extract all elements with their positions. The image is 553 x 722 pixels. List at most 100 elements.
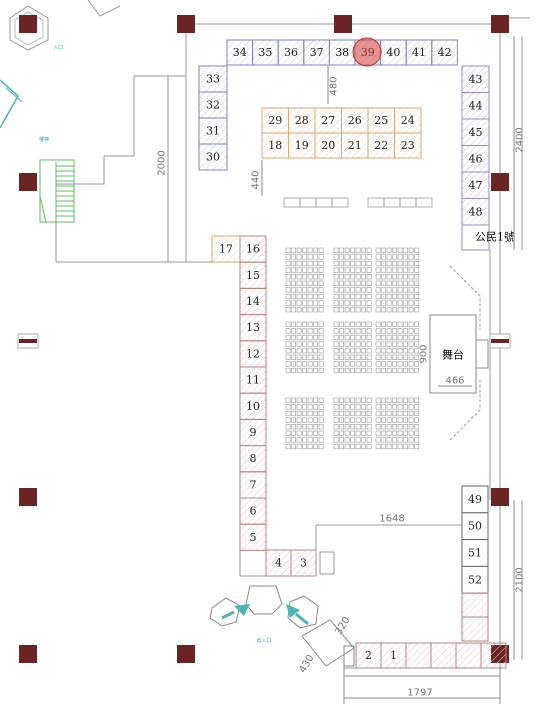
- booth-50[interactable]: 50: [461, 512, 489, 541]
- booth-number: 35: [258, 46, 272, 59]
- booth-empty-bottom-row-5[interactable]: [480, 642, 507, 669]
- booth-number: 37: [310, 46, 324, 59]
- booth-empty-bottom-row-4[interactable]: [455, 642, 482, 669]
- booth-number: 27: [321, 114, 335, 127]
- booth-number: 11: [246, 374, 260, 387]
- booth-civic-1[interactable]: 公民1號: [461, 224, 515, 251]
- booth-41[interactable]: 41: [405, 39, 433, 66]
- booth-number: 14: [246, 295, 260, 308]
- booth-number: 50: [468, 520, 482, 533]
- dim-466: 466: [445, 376, 464, 387]
- booth-number: 22: [374, 139, 388, 152]
- booth-27[interactable]: 27: [314, 107, 342, 134]
- booth-15[interactable]: 15: [239, 261, 267, 289]
- booth-number: 5: [250, 531, 257, 544]
- booth-19[interactable]: 19: [288, 132, 316, 159]
- booth-2[interactable]: 2: [355, 642, 382, 669]
- highlight-marker: [352, 37, 382, 67]
- booth-21[interactable]: 21: [341, 132, 369, 159]
- stage-area: 舞台 466 900: [419, 265, 489, 441]
- dim-900: 900: [419, 344, 430, 363]
- booth-9[interactable]: 9: [239, 418, 267, 447]
- booth-number: 33: [206, 73, 220, 86]
- booth-number: 12: [246, 347, 260, 360]
- booth-number: 9: [250, 426, 257, 439]
- booth-5[interactable]: 5: [239, 523, 267, 551]
- booth-51[interactable]: 51: [461, 539, 489, 567]
- booth-1[interactable]: 1: [380, 642, 407, 669]
- booth-grid: 3435363738394041423332313043444546474829…: [198, 39, 507, 669]
- booth-28[interactable]: 28: [288, 107, 316, 134]
- booth-number: 23: [401, 139, 415, 152]
- booth-17[interactable]: 17: [211, 235, 241, 263]
- booth-40[interactable]: 40: [380, 39, 407, 66]
- booth-7[interactable]: 7: [239, 471, 267, 499]
- booth-43[interactable]: 43: [461, 65, 490, 93]
- booth-number: 19: [295, 139, 309, 152]
- booth-number: 51: [468, 547, 482, 560]
- booth-11[interactable]: 11: [239, 366, 267, 394]
- booth-number: 49: [468, 493, 482, 506]
- dim-2000: 2000: [157, 150, 168, 175]
- booth-number: 41: [412, 46, 426, 59]
- booth-3[interactable]: 3: [290, 549, 317, 577]
- dim-1797: 1797: [407, 688, 432, 699]
- booth-24[interactable]: 24: [394, 107, 422, 134]
- booth-6[interactable]: 6: [239, 497, 267, 525]
- booth-23[interactable]: 23: [394, 132, 422, 159]
- booth-empty-bottom-row-2[interactable]: [405, 642, 432, 669]
- dim-430: 430: [297, 653, 316, 675]
- booth-12[interactable]: 12: [239, 340, 267, 368]
- dim-320: 320: [333, 615, 352, 637]
- booth-48[interactable]: 48: [461, 198, 490, 226]
- booth-47[interactable]: 47: [461, 171, 490, 199]
- booth-number: 40: [386, 46, 400, 59]
- booth-empty-right-column-bottom-empty-1[interactable]: [461, 616, 489, 642]
- booth-empty-bottom-row-3[interactable]: [430, 642, 457, 669]
- svg-text:樓梯: 樓梯: [39, 136, 49, 143]
- booth-29[interactable]: 29: [261, 107, 289, 134]
- booth-empty-right-column-bottom-empty-0[interactable]: [461, 592, 489, 618]
- dim-480: 480: [329, 76, 340, 95]
- booth-13[interactable]: 13: [239, 314, 267, 342]
- booth-number: 42: [438, 46, 452, 59]
- staircase: 樓梯: [39, 136, 75, 223]
- booth-number: 25: [374, 114, 388, 127]
- booth-52[interactable]: 52: [461, 565, 489, 594]
- dim-2100: 2100: [515, 567, 526, 592]
- booth-number: 28: [295, 114, 309, 127]
- booth-22[interactable]: 22: [367, 132, 395, 159]
- booth-44[interactable]: 44: [461, 92, 490, 120]
- booth-16[interactable]: 16: [239, 235, 267, 263]
- booth-number: 15: [246, 269, 260, 282]
- booth-33[interactable]: 33: [198, 65, 228, 93]
- booth-18[interactable]: 18: [261, 132, 289, 159]
- booth-34[interactable]: 34: [226, 39, 254, 66]
- booth-45[interactable]: 45: [461, 118, 490, 146]
- booth-number: 16: [246, 243, 260, 256]
- booth-4[interactable]: 4: [265, 549, 292, 577]
- booth-number: 43: [469, 73, 483, 86]
- booth-26[interactable]: 26: [341, 107, 369, 134]
- booth-number: 48: [469, 205, 483, 218]
- booth-32[interactable]: 32: [198, 91, 228, 119]
- booth-31[interactable]: 31: [198, 117, 228, 145]
- booth-number: 44: [469, 99, 483, 112]
- booth-42[interactable]: 42: [431, 39, 458, 66]
- booth-8[interactable]: 8: [239, 445, 267, 473]
- entrance-gate: 出入口 320 430: [209, 585, 355, 675]
- booth-37[interactable]: 37: [303, 39, 330, 66]
- booth-25[interactable]: 25: [367, 107, 395, 134]
- booth-38[interactable]: 38: [328, 39, 356, 66]
- booth-number: 32: [206, 99, 220, 112]
- booth-14[interactable]: 14: [239, 287, 267, 316]
- booth-number: 4: [275, 557, 282, 570]
- booth-36[interactable]: 36: [277, 39, 305, 66]
- booth-10[interactable]: 10: [239, 392, 267, 420]
- booth-35[interactable]: 35: [252, 39, 279, 66]
- booth-number: 36: [284, 46, 298, 59]
- booth-20[interactable]: 20: [314, 132, 342, 159]
- booth-30[interactable]: 30: [198, 143, 228, 171]
- booth-46[interactable]: 46: [461, 145, 490, 173]
- booth-49[interactable]: 49: [461, 485, 489, 514]
